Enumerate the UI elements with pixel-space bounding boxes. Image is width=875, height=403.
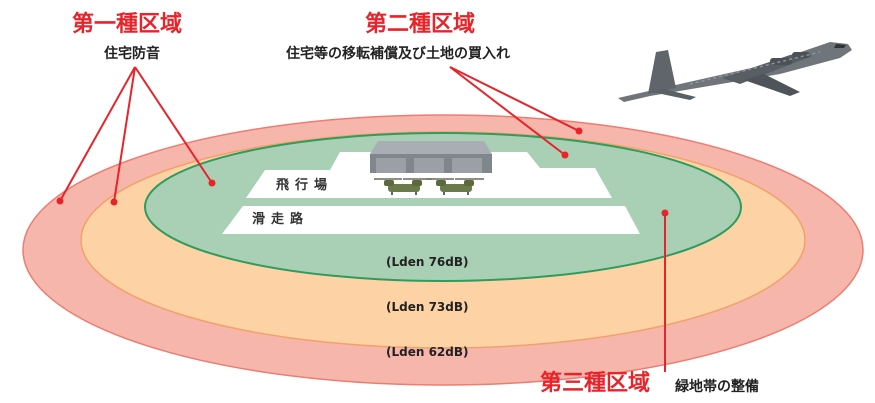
hangar-icon xyxy=(370,141,492,173)
zone1-subtitle: 住宅防音 xyxy=(104,46,160,62)
runway xyxy=(222,206,640,234)
noise-level-outer: (Lden 62dB) xyxy=(386,345,469,359)
zone3-leader-line xyxy=(661,209,669,372)
zone1-leader-lines xyxy=(56,66,216,206)
noise-level-inner: (Lden 76dB) xyxy=(386,255,469,269)
runway-label: 滑走路 xyxy=(252,212,310,227)
zone2-subtitle: 住宅等の移転補償及び土地の買入れ xyxy=(286,46,510,62)
helicopter-icon xyxy=(374,178,432,195)
airfield-apron xyxy=(246,152,612,198)
zone2-leader-lines xyxy=(449,66,583,159)
airfield-label: 飛行場 xyxy=(276,178,334,193)
zone3-subtitle: 緑地帯の整備 xyxy=(675,379,759,395)
zone2-title: 第二種区域 xyxy=(365,12,476,37)
patrol-aircraft-icon xyxy=(618,42,852,102)
noise-level-middle: (Lden 73dB) xyxy=(386,300,469,314)
zone1-title: 第一種区域 xyxy=(72,12,183,37)
helicopter-icon xyxy=(426,178,484,195)
zone3-title: 第三種区域 xyxy=(540,371,651,396)
